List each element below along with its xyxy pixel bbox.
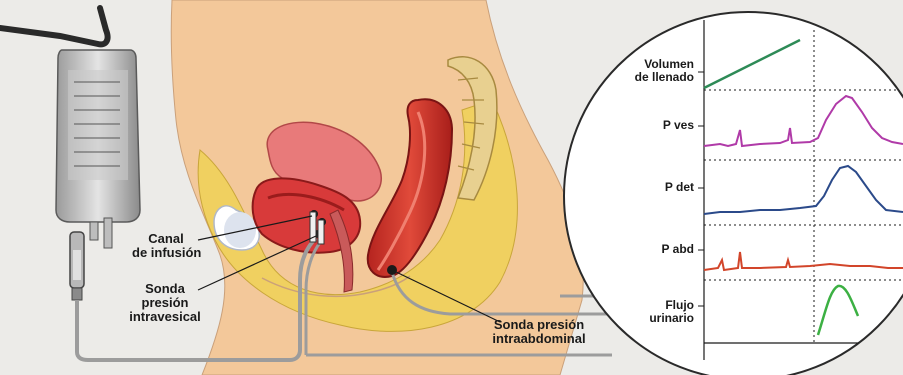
chart-label-p-abd: P abd (600, 243, 694, 256)
chart-label-volumen: Volumen de llenado (600, 58, 694, 84)
label-canal-infusion: Canal de infusión (132, 232, 200, 260)
label-sonda-ia-line1: Sonda presión (480, 318, 598, 332)
label-sonda-iv-line2: presión (116, 296, 214, 310)
chart-label-flujo-line2: urinario (600, 312, 694, 325)
label-sonda-iv-line3: intravesical (116, 310, 214, 324)
label-sonda-iv-line1: Sonda (116, 282, 214, 296)
label-sonda-ia-line2: intraabdominal (480, 332, 598, 346)
chart-label-p-abd-line1: P abd (600, 243, 694, 256)
chart-label-p-det: P det (600, 181, 694, 194)
chart-label-p-ves-line1: P ves (600, 119, 694, 132)
label-sonda-intravesical: Sonda presión intravesical (116, 282, 214, 324)
infusion-bag-icon (56, 50, 140, 248)
label-canal-line2: de infusión (132, 246, 200, 260)
chart-label-flujo: Flujo urinario (600, 299, 694, 325)
label-canal-line1: Canal (132, 232, 200, 246)
chart-label-p-ves: P ves (600, 119, 694, 132)
iv-hook (0, 8, 108, 44)
label-sonda-intraabdominal: Sonda presión intraabdominal (480, 318, 598, 346)
drip-chamber-icon (70, 232, 84, 300)
chart-label-volumen-line2: de llenado (600, 71, 694, 84)
chart-label-p-det-line1: P det (600, 181, 694, 194)
